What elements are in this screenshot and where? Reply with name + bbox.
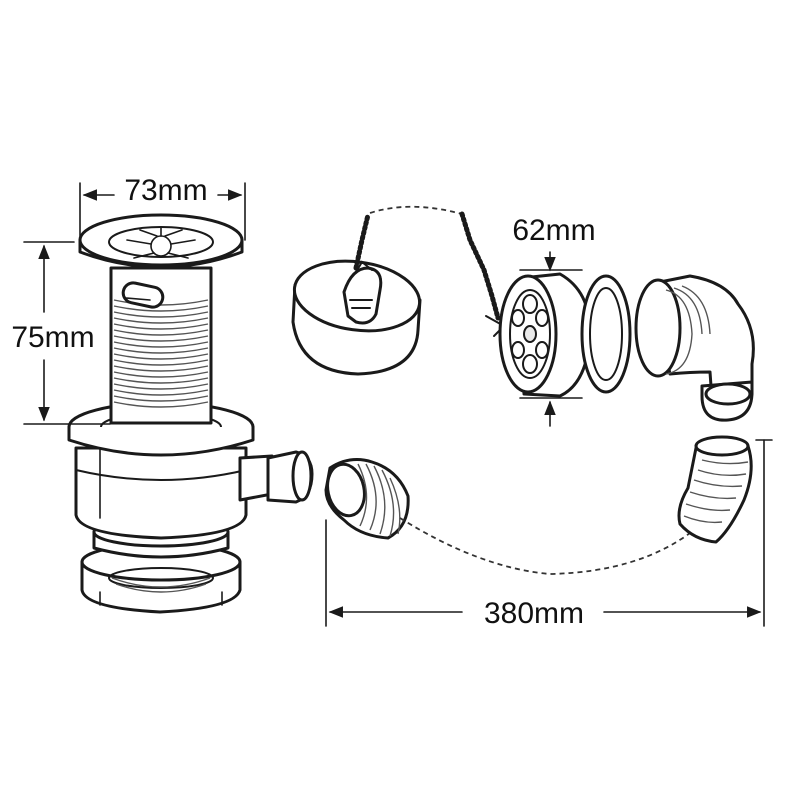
plug-and-chain	[291, 205, 506, 376]
dimension-label-body-height: 75mm	[11, 321, 94, 354]
waste-body	[67, 213, 314, 614]
chain	[353, 211, 501, 321]
grate	[126, 227, 196, 259]
flexible-hose	[324, 435, 753, 575]
overflow-assembly	[498, 272, 755, 422]
dimension-62mm: 62mm	[512, 214, 596, 427]
dimension-75mm: 75mm	[11, 241, 111, 425]
dimension-label-overall-length: 380mm	[484, 597, 584, 630]
dimension-380mm: 380mm	[325, 439, 773, 630]
dimension-label-flange-width: 73mm	[124, 174, 207, 207]
dimension-label-overflow-diameter: 62mm	[512, 214, 595, 247]
dimension-73mm: 73mm	[79, 174, 246, 241]
